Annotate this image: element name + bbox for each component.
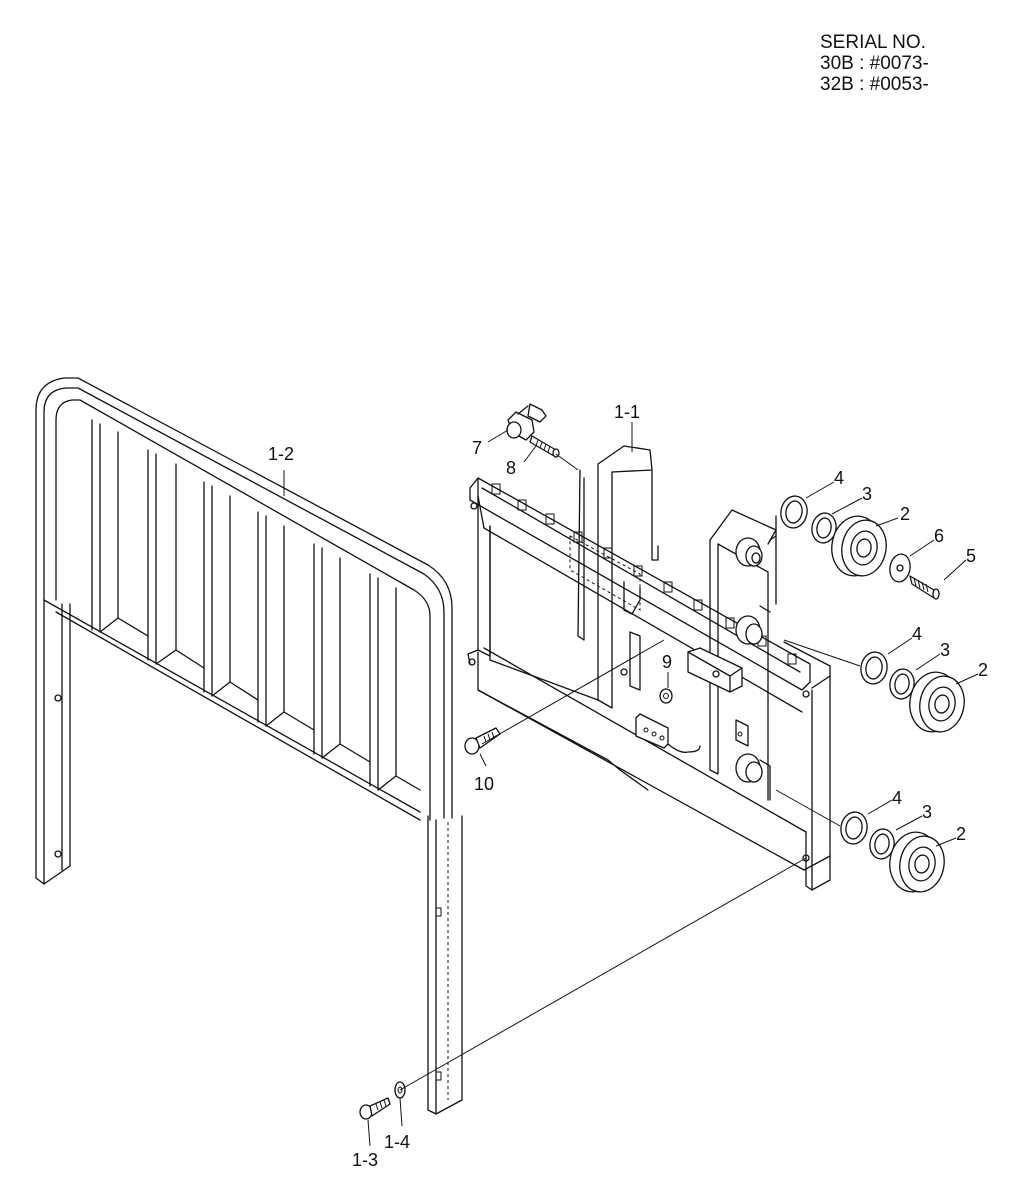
fork-carriage (467, 445, 831, 891)
grease-fitting-7 (506, 403, 547, 441)
upper-stub-shaft (735, 537, 763, 567)
middle-roller-assembly (860, 651, 965, 733)
callout-9: 9 (662, 652, 672, 672)
callout-labels: 1-1 1-2 1-3 1-4 2 2 2 3 3 3 4 4 4 5 6 7 … (268, 402, 988, 1170)
serial-line-30b: 30B : #0073- (820, 53, 929, 74)
serial-number-block: SERIAL NO. 30B : #0073- 32B : #0053- (820, 32, 929, 95)
middle-stub-shaft (735, 615, 763, 645)
callout-4-upper: 4 (834, 468, 844, 488)
callout-2-upper: 2 (900, 504, 910, 524)
callout-2-lower: 2 (956, 824, 966, 844)
callout-4-middle: 4 (912, 624, 922, 644)
serial-heading: SERIAL NO. (820, 32, 926, 53)
callout-3-upper: 3 (862, 484, 872, 504)
bolt-1-3 (359, 1097, 391, 1120)
leader-lines (283, 422, 979, 1147)
bolt-10 (464, 727, 501, 755)
callout-10: 10 (474, 774, 494, 794)
callout-8: 8 (506, 458, 516, 478)
callout-5: 5 (966, 546, 976, 566)
reference-lines (399, 453, 861, 1091)
callout-2-middle: 2 (978, 660, 988, 680)
callout-6: 6 (934, 526, 944, 546)
callout-1-4: 1-4 (384, 1132, 410, 1152)
serial-line-32b: 32B : #0053- (820, 74, 929, 95)
callout-1-1: 1-1 (614, 402, 640, 422)
callout-1-2: 1-2 (268, 444, 294, 464)
callout-3-middle: 3 (940, 640, 950, 660)
lower-roller-assembly (840, 811, 945, 893)
upper-roller-assembly (780, 495, 940, 600)
nut-9 (659, 688, 673, 704)
callout-4-lower: 4 (892, 788, 902, 808)
lower-stub-shaft (735, 753, 763, 783)
callout-3-lower: 3 (922, 802, 932, 822)
callout-7: 7 (472, 438, 482, 458)
load-backrest-extension (35, 377, 463, 1115)
callout-1-3: 1-3 (352, 1150, 378, 1170)
bolt-8 (529, 435, 560, 458)
